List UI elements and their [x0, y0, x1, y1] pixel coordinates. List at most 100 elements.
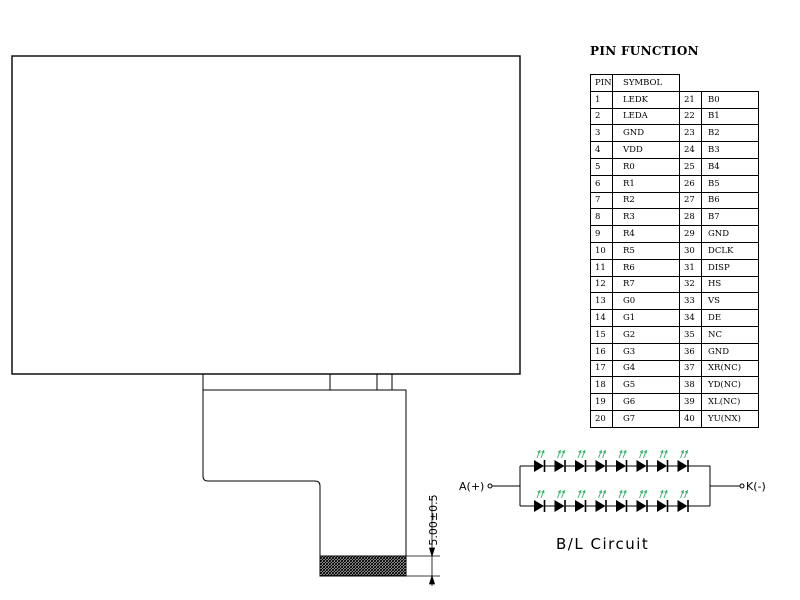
pin-symbol: G1 [612, 309, 680, 327]
pin-symbol: R0 [612, 157, 680, 176]
pin-number: 40 [679, 409, 702, 428]
led-icon [551, 489, 571, 513]
led-icon [592, 489, 612, 513]
led-string-bottom [531, 489, 694, 513]
pin-number: 7 [590, 191, 613, 210]
pin-symbol: G7 [612, 409, 680, 428]
pin-symbol: R7 [612, 275, 680, 294]
led-icon [572, 449, 591, 473]
pin-number: 29 [679, 225, 702, 243]
pin-number: 22 [679, 107, 702, 126]
pin-number: 6 [590, 174, 613, 193]
pin-number: 35 [679, 325, 702, 344]
pin-table-header: PIN SYMBOL [590, 74, 759, 92]
pin-number: 31 [679, 258, 702, 277]
pin-function-title: PIN FUNCTION [590, 44, 699, 58]
pin-symbol: GND [701, 342, 759, 361]
circuit-title: B/L Circuit [556, 535, 649, 553]
pin-number: 15 [590, 325, 613, 344]
pin-symbol: YD(NC) [701, 376, 759, 395]
pin-number: 2 [590, 107, 613, 126]
pin-number: 8 [590, 208, 613, 227]
pin-symbol: DISP [701, 258, 759, 277]
tail-dimension-label: 5.00±0.5 [427, 494, 440, 545]
pin-number: 38 [679, 376, 702, 395]
pin-symbol: B0 [701, 90, 759, 109]
pin-number: 3 [590, 124, 613, 143]
led-icon [572, 489, 591, 513]
pin-symbol: G2 [612, 325, 680, 344]
backlight-circuit [487, 449, 745, 513]
pin-number: 12 [590, 275, 613, 294]
led-icon [633, 489, 653, 513]
fpc-tail [202, 374, 407, 556]
pin-number: 39 [679, 393, 702, 411]
pin-number: 9 [590, 225, 613, 243]
pin-symbol: YU(NX) [701, 409, 759, 428]
cathode-label: K(-) [746, 480, 766, 493]
led-icon [654, 449, 673, 473]
anode-label: A(+) [459, 480, 484, 493]
pin-number: 20 [590, 409, 613, 428]
pin-symbol: DE [701, 309, 759, 327]
pin-number: 25 [679, 157, 702, 176]
fpc-contact-area [319, 555, 407, 577]
led-icon [674, 489, 694, 513]
tail-dimension [406, 496, 440, 586]
pin-number: 16 [590, 342, 613, 361]
pin-symbol: B2 [701, 124, 759, 143]
pin-header: PIN [590, 74, 613, 92]
pin-symbol: R2 [612, 191, 680, 210]
led-icon [633, 449, 653, 473]
pin-symbol: DCLK [701, 241, 759, 260]
cathode-terminal [739, 483, 745, 489]
pin-number: 34 [679, 309, 702, 327]
pin-number: 27 [679, 191, 702, 210]
pin-number: 32 [679, 275, 702, 294]
pin-symbol: B7 [701, 208, 759, 227]
led-icon [531, 449, 550, 473]
led-icon [613, 489, 632, 513]
pin-symbol: G5 [612, 376, 680, 395]
pin-symbol: B1 [701, 107, 759, 126]
pin-number: 26 [679, 174, 702, 193]
pin-symbol: G3 [612, 342, 680, 361]
pin-symbol: GND [701, 225, 759, 243]
pin-number: 17 [590, 359, 613, 378]
pin-symbol: R6 [612, 258, 680, 277]
pin-number: 1 [590, 90, 613, 109]
pin-symbol: B5 [701, 174, 759, 193]
pin-symbol: R3 [612, 208, 680, 227]
pin-symbol: B6 [701, 191, 759, 210]
pin-symbol: R5 [612, 241, 680, 260]
pin-number: 33 [679, 292, 702, 311]
led-icon [674, 449, 694, 473]
pin-symbol: XL(NC) [701, 393, 759, 411]
led-string-top [531, 449, 694, 473]
pin-number: 18 [590, 376, 613, 395]
pin-number: 37 [679, 359, 702, 378]
pin-number: 36 [679, 342, 702, 361]
pin-number: 23 [679, 124, 702, 143]
pin-symbol: G4 [612, 359, 680, 378]
led-icon [531, 489, 550, 513]
pin-symbol: VDD [612, 141, 680, 159]
led-icon [592, 449, 612, 473]
pin-symbol: NC [701, 325, 759, 344]
